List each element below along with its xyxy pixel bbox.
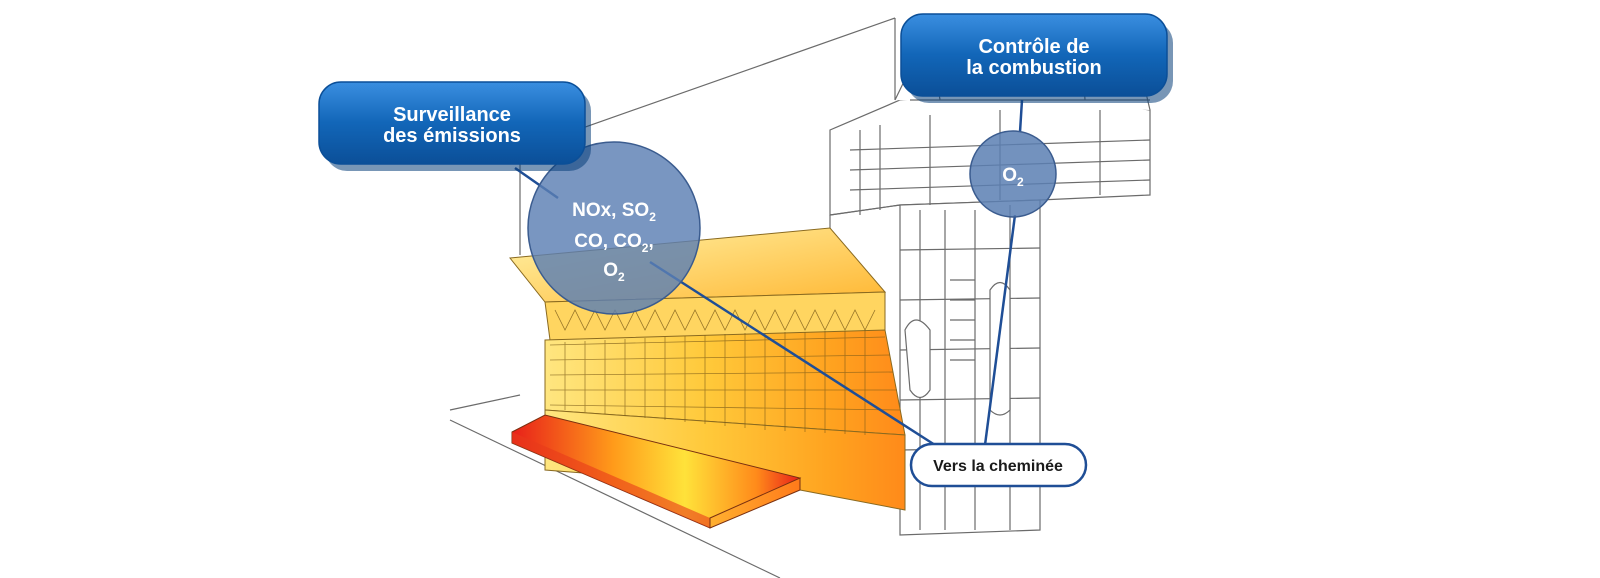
combustion-o2-bubble: O2 (969, 130, 1057, 218)
bubble-line1-sub: 2 (649, 210, 656, 224)
combustion-callout-connector (1018, 99, 1024, 133)
combustion-to-chimney-connector (983, 214, 1017, 446)
emissions-measurement-bubble: NOx, SO2 CO, CO2, O2 (527, 141, 701, 315)
svg-text:CO, CO2,: CO, CO2, (574, 231, 654, 255)
emissions-to-chimney-connector (649, 260, 936, 447)
svg-text:NOx, SO2: NOx, SO2 (572, 200, 656, 224)
furnace-body (509, 227, 906, 529)
o2-sub: 2 (1017, 175, 1024, 189)
svg-text:O2: O2 (1002, 165, 1024, 189)
bubble-line2-tail: , (648, 231, 653, 252)
bubble-line2-main: CO, CO (574, 231, 642, 252)
bubble-line2-sub: 2 (642, 241, 649, 255)
bubble-line1-main: NOx, SO (572, 200, 649, 221)
combustion-control-callout: Contrôle de la combustion (900, 13, 1173, 103)
bubble-line3-main: O (603, 260, 618, 281)
o2-main: O (1002, 165, 1017, 186)
emissions-monitoring-callout: Surveillance des émissions (318, 81, 591, 171)
combustion-callout-line2: la combustion (966, 57, 1102, 79)
svg-text:O2: O2 (603, 260, 625, 284)
emissions-callout-line2: des émissions (383, 125, 521, 147)
chimney-destination-label: Vers la cheminée (909, 442, 1088, 488)
chimney-label-text: Vers la cheminée (933, 458, 1063, 475)
bubble-line3-sub: 2 (618, 270, 625, 284)
emissions-callout-line1: Surveillance (393, 104, 511, 126)
combustion-callout-line1: Contrôle de (978, 36, 1089, 58)
